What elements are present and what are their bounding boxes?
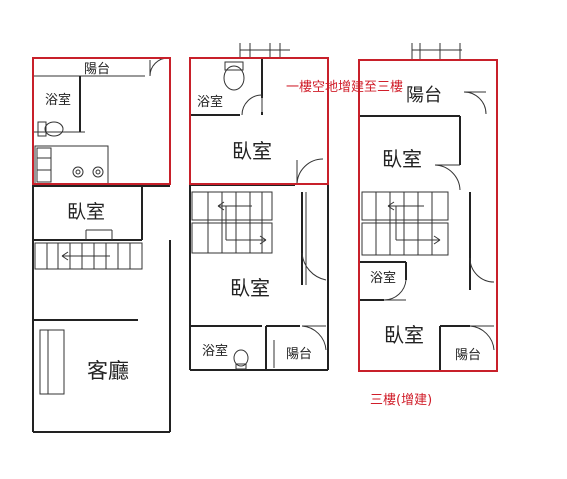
middle-bedroom-top-label: 臥室 bbox=[232, 139, 272, 163]
middle-bath-top-label: 浴室 bbox=[197, 94, 223, 110]
middle-floor-plan: 浴室 臥室 臥室 浴室 陽台 一樓空地增建至三樓 bbox=[189, 43, 403, 371]
right-floor-plan: 陽台 臥室 浴室 臥室 陽台 三樓(增建) bbox=[358, 43, 498, 408]
left-bedroom-label: 臥室 bbox=[67, 201, 105, 223]
right-balcony-top-label: 陽台 bbox=[406, 85, 442, 106]
left-bath-label: 浴室 bbox=[45, 92, 71, 108]
middle-balcony-label: 陽台 bbox=[286, 347, 312, 362]
third-floor-caption: 三樓(增建) bbox=[370, 393, 432, 408]
expansion-note: 一樓空地增建至三樓 bbox=[286, 80, 403, 95]
left-living-room-label: 客廳 bbox=[87, 359, 129, 383]
right-balcony-bottom-label: 陽台 bbox=[455, 348, 481, 363]
right-bedroom-bottom-label: 臥室 bbox=[384, 323, 424, 347]
middle-bedroom-mid-label: 臥室 bbox=[230, 276, 270, 300]
right-bath-label: 浴室 bbox=[370, 270, 396, 286]
right-bedroom-top-label: 臥室 bbox=[382, 147, 422, 171]
left-floor-plan: 陽台 浴室 臥室 客廳 bbox=[32, 57, 171, 433]
middle-bath-bottom-label: 浴室 bbox=[202, 343, 228, 359]
left-balcony-label: 陽台 bbox=[84, 62, 110, 77]
